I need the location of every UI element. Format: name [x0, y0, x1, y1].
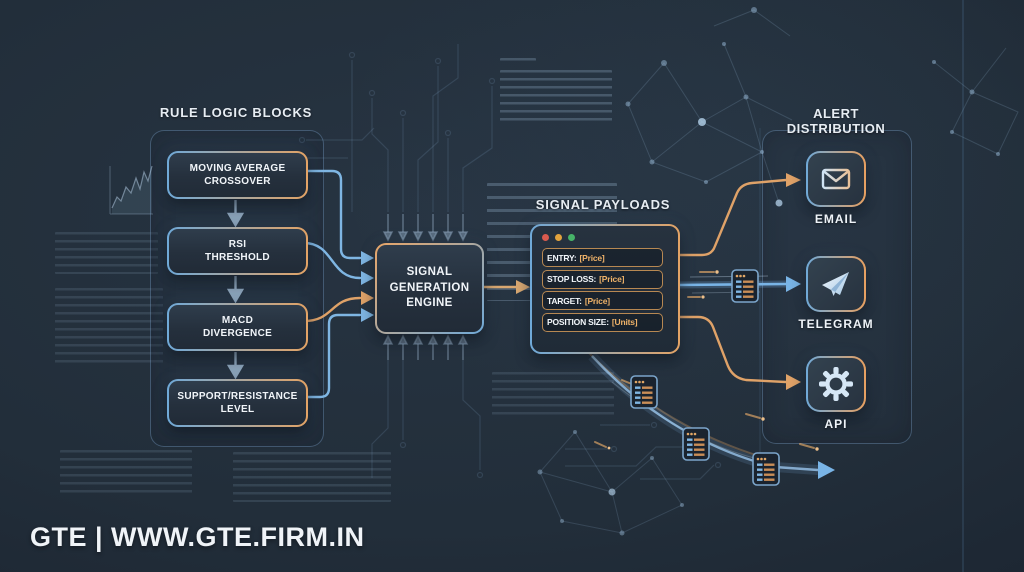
- payload-label: STOP LOSS:: [547, 274, 597, 284]
- constellation-bottom-nodes: [537, 430, 684, 536]
- rule-block-label: MACD DIVERGENCE: [202, 315, 273, 339]
- constellation-bottom: [539, 431, 683, 534]
- payload-value: [Units]: [611, 317, 638, 327]
- window-dot-red: [542, 234, 549, 241]
- swoosh-stream: [587, 351, 835, 479]
- telegram-channel-tile: [806, 256, 866, 312]
- payload-row-position-size: POSITION SIZE: [Units]: [542, 312, 663, 332]
- engine-to-payload-arrow: [483, 280, 530, 294]
- engine-input-chevrons: [361, 251, 374, 322]
- bg-paragraph-1: [55, 232, 158, 274]
- window-dot-yellow: [555, 234, 562, 241]
- payload-value: [Price]: [579, 252, 605, 263]
- payload-label: POSITION SIZE:: [547, 317, 609, 327]
- bg-table-mid-low: [492, 372, 614, 416]
- email-channel-tile: [806, 151, 866, 207]
- block-to-engine-connectors: [302, 169, 362, 399]
- payload-label: TARGET:: [547, 295, 582, 306]
- payload-row-target: TARGET: [Price]: [542, 291, 663, 310]
- paper-plane-icon: [822, 272, 849, 296]
- api-channel-label: API: [824, 417, 848, 431]
- document-icon: [682, 427, 710, 461]
- bg-mini-chart: [109, 165, 153, 215]
- rule-block-label: SUPPORT/RESISTANCE LEVEL: [177, 391, 298, 415]
- bg-code-block: [500, 70, 612, 126]
- rule-block-body: RSI THRESHOLD: [169, 229, 306, 273]
- payload-value: [Price]: [584, 295, 610, 306]
- footer-brand: GTE | WWW.GTE.FIRM.IN: [30, 522, 365, 552]
- signal-generation-engine: SIGNAL GENERATION ENGINE: [375, 243, 484, 334]
- payload-row-stop-loss: STOP LOSS: [Price]: [542, 269, 663, 289]
- rule-block-support-resistance: SUPPORT/RESISTANCE LEVEL: [167, 379, 308, 427]
- rule-block-label: MOVING AVERAGE CROSSOVER: [189, 163, 286, 187]
- window-dot-green: [568, 234, 575, 241]
- email-channel-label: EMAIL: [814, 212, 858, 226]
- rule-block-label: RSI THRESHOLD: [205, 239, 270, 263]
- document-icon: [731, 269, 759, 303]
- rule-block-macd-divergence: MACD DIVERGENCE: [167, 303, 308, 351]
- rule-block-moving-average-crossover: MOVING AVERAGE CROSSOVER: [167, 151, 308, 199]
- signal-payloads-window: ENTRY: [Price] STOP LOSS: [Price] TARGET…: [530, 224, 680, 354]
- engine-pins: [382, 214, 469, 360]
- rule-block-body: MOVING AVERAGE CROSSOVER: [169, 153, 306, 197]
- alert-distribution-title: ALERT DISTRIBUTION: [786, 106, 886, 136]
- api-tile-body: [808, 358, 864, 410]
- telegram-channel-label: TELEGRAM: [798, 317, 874, 331]
- engine-body: SIGNAL GENERATION ENGINE: [377, 245, 482, 332]
- payload-value: [Price]: [599, 274, 625, 284]
- engine-label: SIGNAL GENERATION ENGINE: [389, 266, 470, 310]
- envelope-icon: [821, 168, 851, 190]
- constellation-nodes: [625, 7, 1000, 207]
- gear-icon: [819, 367, 853, 401]
- email-tile-body: [808, 153, 864, 205]
- rule-logic-blocks-title: RULE LOGIC BLOCKS: [159, 105, 313, 120]
- circuit-traces: [298, 0, 964, 572]
- signal-payloads-title: SIGNAL PAYLOADS: [535, 197, 671, 212]
- document-icon: [752, 452, 780, 486]
- document-icon: [630, 375, 658, 409]
- bg-paragraph-2: [55, 288, 163, 364]
- api-channel-tile: [806, 356, 866, 412]
- bg-table-bottom-mid: [233, 452, 391, 502]
- rule-block-body: SUPPORT/RESISTANCE LEVEL: [169, 381, 306, 425]
- payload-to-api-arrow: [677, 315, 801, 390]
- bg-code-header: [500, 58, 536, 61]
- payload-window-body: ENTRY: [Price] STOP LOSS: [Price] TARGET…: [532, 226, 678, 352]
- payload-row-entry: ENTRY: [Price]: [542, 248, 663, 267]
- payload-to-email-arrow: [677, 173, 801, 257]
- telegram-tile-body: [808, 258, 864, 310]
- payload-label: ENTRY:: [547, 252, 577, 263]
- rule-block-rsi-threshold: RSI THRESHOLD: [167, 227, 308, 275]
- bg-table-bottom-left: [60, 450, 192, 496]
- rule-block-body: MACD DIVERGENCE: [169, 305, 306, 349]
- rule-block-down-arrows: [226, 200, 245, 380]
